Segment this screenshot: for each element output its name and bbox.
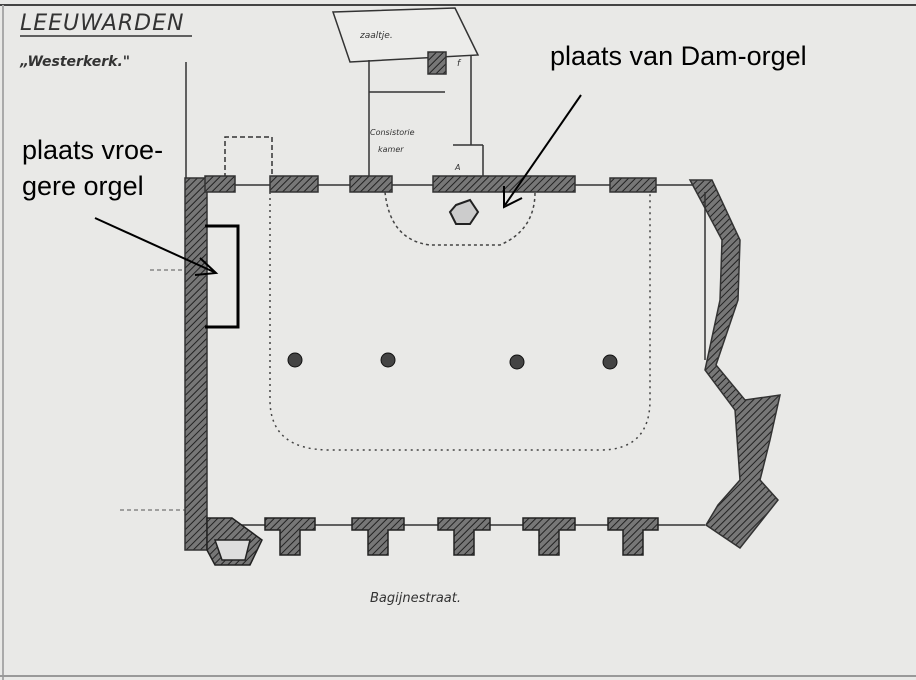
room-a: A [454,163,460,172]
columns [287,352,618,370]
room-f: f [457,59,462,69]
church-name: „Westerkerk." [19,54,130,70]
former-organ-bracket [205,224,240,329]
room-kamer: kamer [378,145,404,154]
annotation-former-organ-line2: gere orgel [22,171,144,201]
annex [224,7,484,178]
street-name: Bagijnestraat. [370,591,461,606]
annotation-dam-organ: plaats van Dam-orgel [550,41,807,71]
buttresses [206,517,659,566]
gallery-outline [269,192,651,451]
room-zaaltje: zaaltje. [359,31,393,41]
arrow-dam-organ [503,94,582,209]
arrow-former-organ [94,217,219,276]
city-title: LEEUWARDEN [20,11,184,36]
pulpit [448,198,480,225]
church-walls [184,175,781,551]
room-consistorie: Consistorie [370,128,415,137]
annotation-former-organ-line1: plaats vroe- [22,135,164,165]
